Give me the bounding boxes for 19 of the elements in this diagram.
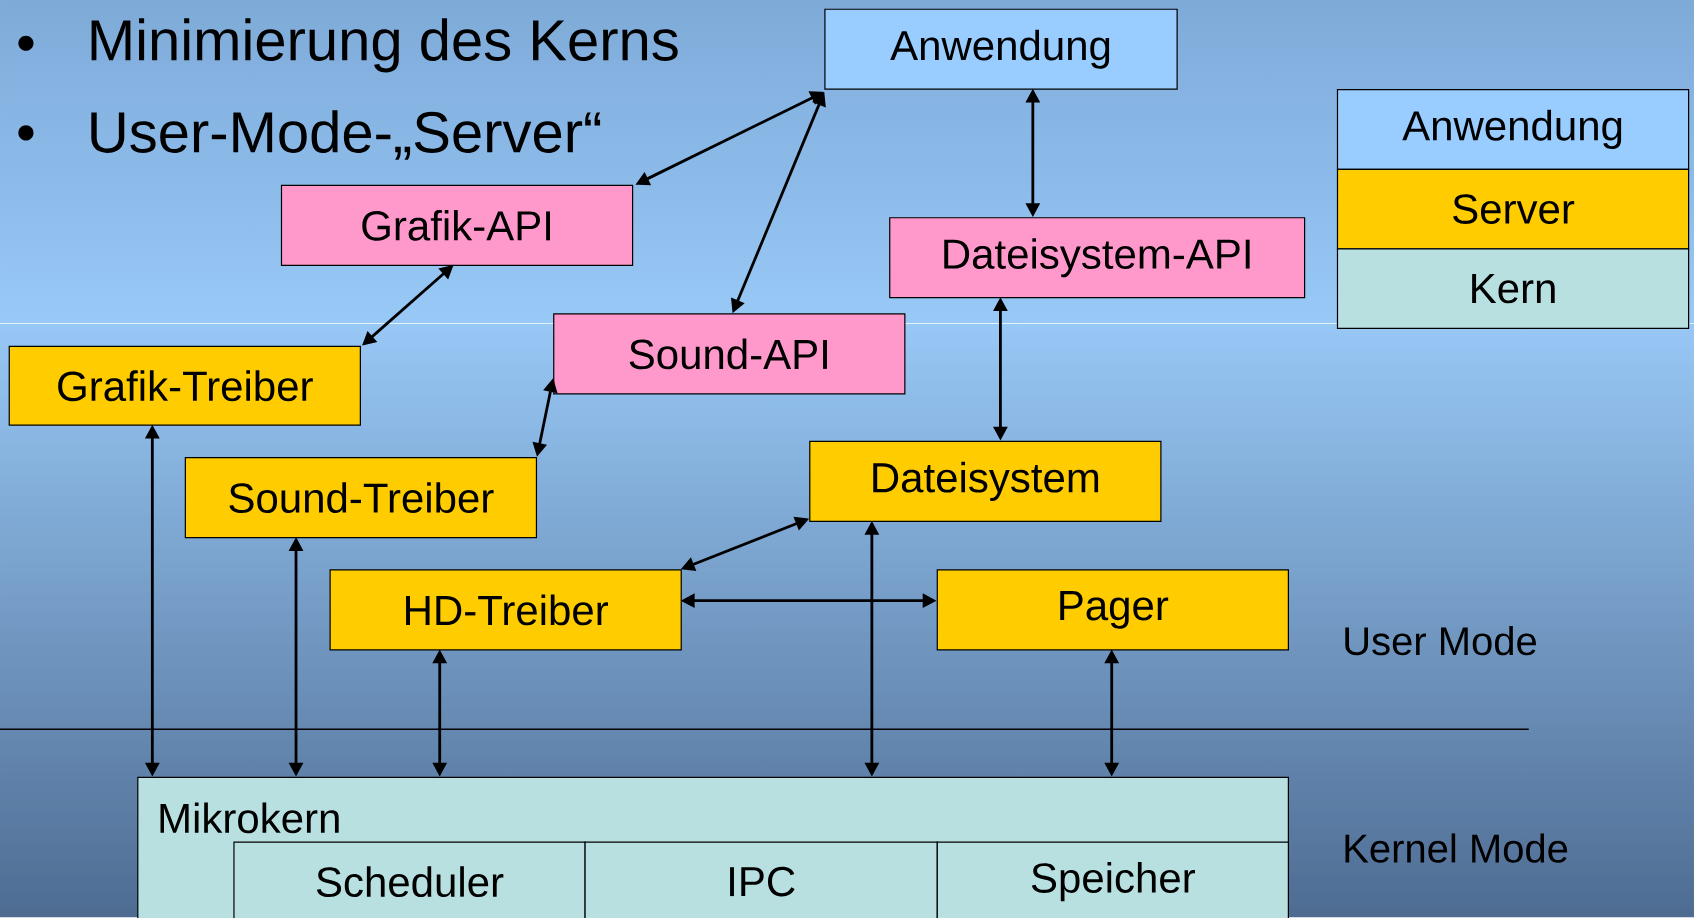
server-box: Dateisystem (809, 440, 1162, 522)
server-box: Sound-Treiber (184, 456, 538, 538)
api-box: Sound-API (553, 313, 906, 395)
server-box: Pager (936, 569, 1289, 651)
kernel-module-box: IPC (584, 841, 938, 918)
mode-label: Kernel Mode (1345, 833, 1568, 863)
kernel-module-box: Speicher (936, 841, 1289, 918)
legend-label: Anwendung (1402, 109, 1622, 149)
bullet-text: Minimierung des Kerns (91, 18, 678, 73)
api-box: Grafik-API (280, 184, 634, 266)
application-box: Anwendung (824, 8, 1178, 90)
server-box: Grafik-Treiber (8, 345, 361, 426)
server-box: HD-Treiber (329, 569, 682, 651)
legend-label: Server (1453, 194, 1575, 224)
kernel-module-box: Scheduler (233, 841, 586, 918)
bullet-text: User-Mode-„Server“ (91, 110, 601, 160)
legend-label: Kern (1472, 273, 1555, 304)
api-box: Dateisystem-API (889, 217, 1306, 299)
mode-label: User Mode (1345, 625, 1536, 656)
